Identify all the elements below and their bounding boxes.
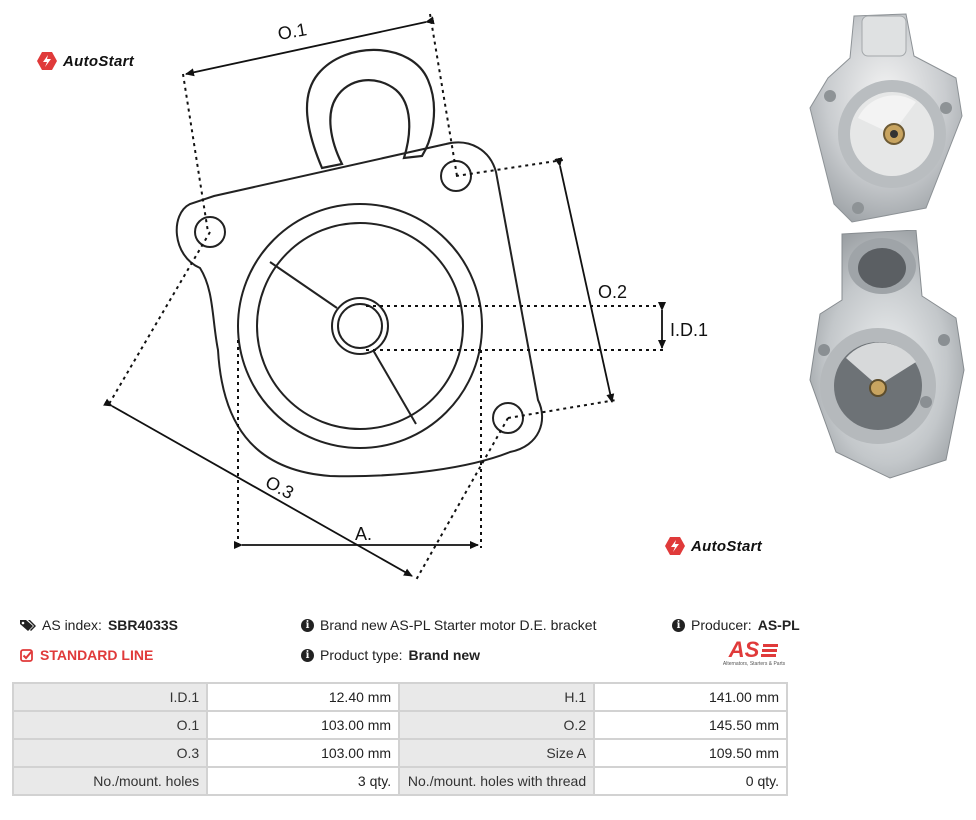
check-square-icon (20, 648, 33, 662)
spec-label: O.3 (11, 738, 209, 768)
shaft-hole-outer (331, 297, 389, 355)
spec-value: 3 qty. (206, 766, 401, 796)
mount-hole (440, 160, 472, 192)
product-photo-front[interactable] (806, 8, 966, 228)
o2-guide-top (455, 159, 564, 177)
spec-value: 145.50 mm (593, 710, 788, 740)
o1-guide-right (429, 13, 458, 177)
o2-label: O.2 (598, 282, 627, 302)
tags-icon (20, 619, 36, 631)
spec-value: 103.00 mm (206, 710, 401, 740)
technical-drawing: O.1 O.2 I.D.1 O.3 A. (103, 13, 708, 581)
o1-dimension (185, 16, 435, 77)
a-label: A. (355, 524, 372, 544)
product-type-label: Product type: (320, 647, 403, 663)
spec-value: 103.00 mm (206, 738, 401, 768)
producer-logo: AS Alternators, Starters & Parts (716, 637, 792, 668)
spec-value: 141.00 mm (593, 682, 788, 712)
bracket-outline (175, 141, 543, 478)
brand-name: AutoStart (63, 52, 135, 70)
brand-logo-top: AutoStart (36, 51, 134, 71)
bracket-photo-icon (809, 230, 965, 479)
spec-label: O.2 (398, 710, 596, 740)
o3-dimension (103, 398, 413, 577)
o3-guide-right (415, 417, 509, 581)
spec-label: Size A (398, 738, 596, 768)
producer-value: AS-PL (757, 617, 800, 633)
producer-label: Producer: (691, 617, 752, 633)
standard-line-badge: STANDARD LINE (20, 647, 153, 663)
spec-label: H.1 (398, 682, 596, 712)
o1-guide-left (182, 73, 209, 233)
o3-guide-left (108, 231, 211, 405)
bore-outer (237, 203, 483, 449)
as-index-label: AS index: (42, 617, 102, 633)
product-description: i Brand new AS-PL Starter motor D.E. bra… (301, 617, 597, 633)
spec-value: 12.40 mm (206, 682, 401, 712)
id1-label: I.D.1 (670, 320, 708, 340)
autostart-logo-icon (665, 537, 685, 555)
product-type: i Product type: Brand new (301, 647, 480, 663)
spec-label: I.D.1 (11, 682, 209, 712)
spec-label: No./mount. holes (11, 766, 209, 796)
shaft-hole-inner (337, 303, 383, 349)
standard-line-text: STANDARD LINE (40, 647, 154, 663)
mount-hole (492, 402, 524, 434)
producer-logo-text: AS (728, 637, 760, 662)
product-photo-back[interactable] (806, 230, 970, 480)
sector-line (269, 261, 338, 309)
info-icon: i (301, 618, 314, 632)
producer: i Producer: AS-PL (672, 617, 800, 633)
as-index-value: SBR4033S (107, 617, 178, 633)
bore-inner (256, 222, 464, 430)
brand-name: AutoStart (691, 537, 763, 555)
spec-label: No./mount. holes with thread (398, 766, 596, 796)
spec-label: O.1 (11, 710, 209, 740)
o3-label: O.3 (262, 472, 297, 503)
product-type-value: Brand new (408, 647, 481, 663)
o2-guide-bottom (507, 399, 617, 419)
info-icon: i (672, 618, 685, 632)
as-pl-stripes-icon (761, 644, 779, 657)
autostart-logo-icon (37, 52, 57, 70)
spec-value: 0 qty. (593, 766, 788, 796)
info-icon: i (301, 648, 314, 662)
o2-dimension (554, 157, 615, 403)
mount-hole (194, 216, 226, 248)
sector-line (372, 349, 417, 425)
spec-value: 109.50 mm (593, 738, 788, 768)
brand-logo-bottom: AutoStart (664, 536, 762, 556)
producer-tagline: Alternators, Starters & Parts (722, 661, 786, 667)
bracket-photo-icon (809, 13, 963, 223)
description-text: Brand new AS-PL Starter motor D.E. brack… (320, 617, 597, 633)
o1-label: O.1 (276, 19, 308, 44)
as-index: AS index: SBR4033S (20, 617, 178, 633)
